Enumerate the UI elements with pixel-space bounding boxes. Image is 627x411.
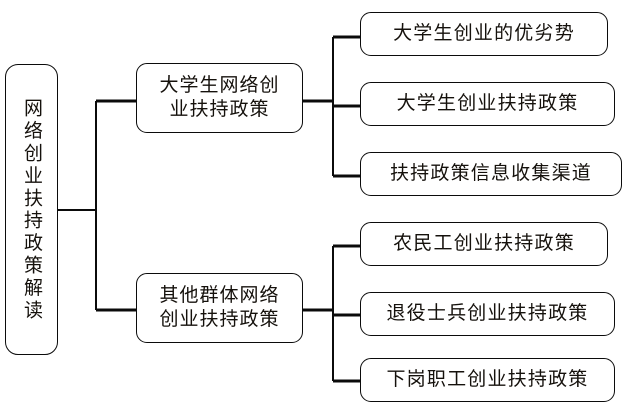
node-leaf-laid-off-worker[interactable]: 下岗职工创业扶持政策 [360,358,615,402]
node-leaf-veteran-label: 退役士兵创业扶持政策 [386,302,589,324]
node-leaf-veteran[interactable]: 退役士兵创业扶持政策 [360,292,615,336]
node-leaf-info-channels-label: 扶持政策信息收集渠道 [389,162,592,184]
node-level2-other-groups-label: 其他群体网络 创业扶持政策 [159,284,280,330]
node-leaf-laid-off-worker-label: 下岗职工创业扶持政策 [386,368,589,390]
node-leaf-migrant-worker[interactable]: 农民工创业扶持政策 [360,222,608,266]
node-leaf-college-policy[interactable]: 大学生创业扶持政策 [360,82,615,126]
node-level2-college[interactable]: 大学生网络创 业扶持政策 [136,63,303,133]
node-level2-college-label: 大学生网络创 业扶持政策 [159,74,280,120]
node-leaf-advantages-label: 大学生创业的优劣势 [393,22,575,44]
node-leaf-migrant-worker-label: 农民工创业扶持政策 [393,232,575,254]
node-leaf-advantages[interactable]: 大学生创业的优劣势 [360,12,608,56]
node-root[interactable]: 网络创业扶持政策解读 [5,64,58,355]
node-level2-other-groups[interactable]: 其他群体网络 创业扶持政策 [136,273,303,343]
node-leaf-college-policy-label: 大学生创业扶持政策 [396,92,579,114]
node-leaf-info-channels[interactable]: 扶持政策信息收集渠道 [360,152,622,196]
node-root-label: 网络创业扶持政策解读 [21,97,42,322]
